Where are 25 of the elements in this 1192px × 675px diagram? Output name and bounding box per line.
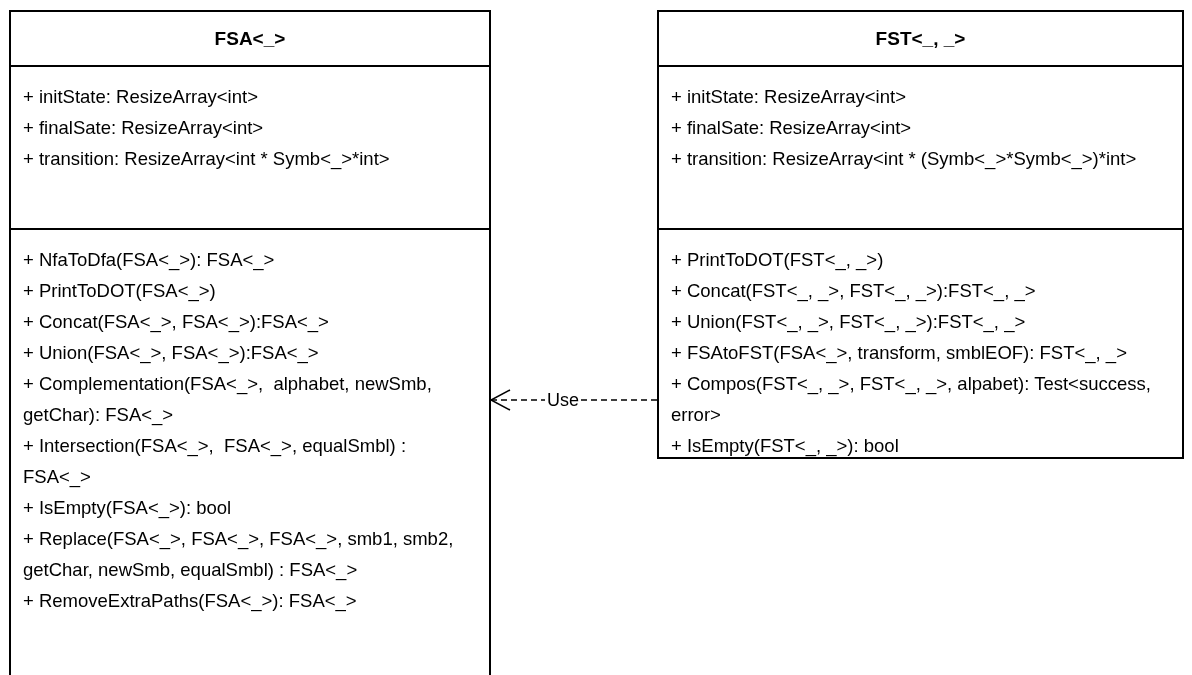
class-member: + Union(FST<_, _>, FST<_, _>):FST<_, _>: [671, 310, 1027, 335]
class-member: + RemoveExtraPaths(FSA<_>): FSA<_>: [23, 589, 358, 614]
class-member: + Compos(FST<_, _>, FST<_, _>, alpabet): Test<success, error>: [671, 372, 1152, 427]
class-member: + finalSate: ResizeArray<int>: [671, 116, 913, 140]
class-member: + transition: ResizeArray<int * (Symb<_>*Symb<_>)*int>: [671, 147, 1138, 172]
class-member: + FSAtoFST(FSA<_>, transform, smblEOF): FST<_, _>: [671, 341, 1128, 366]
class-member: + IsEmpty(FSA<_>): bool: [23, 496, 233, 521]
class-member: + Concat(FST<_, _>, FST<_, _>):FST<_, _>: [671, 279, 1037, 304]
class-member: + PrintToDOT(FSA<_>): [23, 279, 217, 304]
class-member: + finalSate: ResizeArray<int>: [23, 116, 265, 140]
class-member: + PrintToDOT(FST<_, _>): [671, 248, 885, 273]
class-member: + transition: ResizeArray<int * Symb<_>*int>: [23, 147, 391, 172]
class-member: + Complementation(FSA<_>, alphabet, newSmb, getChar): FSA<_>: [23, 372, 433, 428]
class-name: FST<_, _>: [874, 26, 967, 51]
class-member: + Intersection(FSA<_>, FSA<_>, equalSmbl) : FSA<_>: [23, 434, 408, 490]
class-box: [657, 10, 1184, 459]
class-name: FSA<_>: [213, 26, 287, 51]
class-member: + Concat(FSA<_>, FSA<_>):FSA<_>: [23, 310, 330, 335]
class-member: + Replace(FSA<_>, FSA<_>, FSA<_>, smb1, smb2, getChar, newSmb, equalSmbl) : FSA<_>: [23, 527, 455, 583]
class-member: + IsEmpty(FST<_, _>): bool: [671, 434, 900, 459]
class-member: + Union(FSA<_>, FSA<_>):FSA<_>: [23, 341, 320, 366]
class-member: + initState: ResizeArray<int>: [671, 85, 907, 109]
class-member: + NfaToDfa(FSA<_>): FSA<_>: [23, 248, 276, 273]
class-box: [9, 10, 491, 675]
class-member: + initState: ResizeArray<int>: [23, 85, 259, 109]
